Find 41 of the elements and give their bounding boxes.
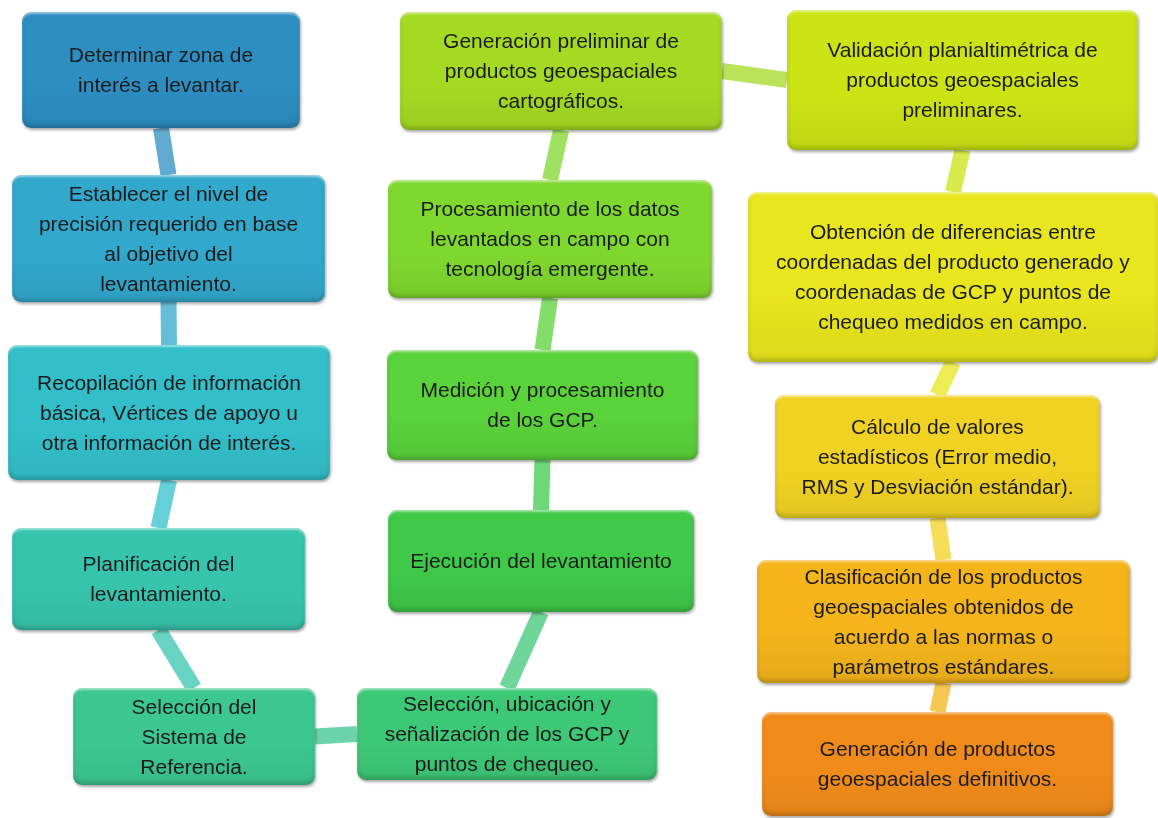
step-text: Procesamiento de los datos levantados en campo con tecnología emergente. xyxy=(419,196,681,282)
connector-line xyxy=(314,726,358,745)
connector-line xyxy=(533,459,551,511)
step-text: Cálculo de valores estadísticos (Error medio, RMS y Desviación estándar). xyxy=(800,413,1075,500)
process-box xyxy=(388,180,712,298)
process-box xyxy=(357,688,657,780)
process-box xyxy=(762,712,1113,816)
step-text: Planificación del levantamiento. xyxy=(81,551,236,607)
process-box xyxy=(757,560,1130,683)
step-text: Clasificación de los productos geoespaciales obtenidos de acuerdo a las normas o parámetros estándares. xyxy=(803,563,1084,680)
connector-line xyxy=(150,478,177,530)
connector-line xyxy=(534,296,558,352)
step-text: Establecer el nivel de precisión requerido en base al objetivo del levantamiento. xyxy=(37,180,300,297)
step-text: Validación planialtimétrica de productos geoespaciales preliminares. xyxy=(826,37,1099,123)
connector-line xyxy=(153,126,177,177)
step-text: Generación preliminar de productos geoespaciales cartográficos. xyxy=(442,28,680,114)
step-text: Medición y procesamiento de los GCP. xyxy=(419,377,666,433)
step-text: Generación de productos geoespaciales definitivos. xyxy=(816,736,1059,792)
step-text: Selección, ubicación y señalización de los GCP y puntos de chequeo. xyxy=(383,691,631,777)
connector-line xyxy=(929,681,952,714)
connector-line xyxy=(542,128,569,182)
process-box xyxy=(12,175,325,302)
process-box xyxy=(22,12,300,128)
process-box xyxy=(388,510,694,612)
connector-line xyxy=(945,148,971,194)
process-box xyxy=(787,10,1138,150)
process-box xyxy=(8,345,330,480)
step-text: Ejecución del levantamiento xyxy=(410,548,672,574)
step-text: Obtención de diferencias entre coordenadas del producto generado y coordenadas de GCP y puntos de chequeo medidos en campo. xyxy=(775,219,1131,335)
step-text: Determinar zona de interés a levantar. xyxy=(67,42,255,98)
process-box xyxy=(748,192,1158,362)
process-box xyxy=(775,395,1100,518)
connector-line xyxy=(720,63,789,88)
connector-line xyxy=(160,301,177,346)
process-box xyxy=(12,528,305,630)
step-text: Recopilación de información básica, Vértices de apoyo u otra información de interés. xyxy=(36,369,302,456)
process-box xyxy=(400,12,722,130)
step-text: Selección del Sistema de Referencia. xyxy=(130,693,258,780)
connector-line xyxy=(929,516,952,562)
process-box xyxy=(387,350,698,460)
process-box xyxy=(73,688,315,785)
